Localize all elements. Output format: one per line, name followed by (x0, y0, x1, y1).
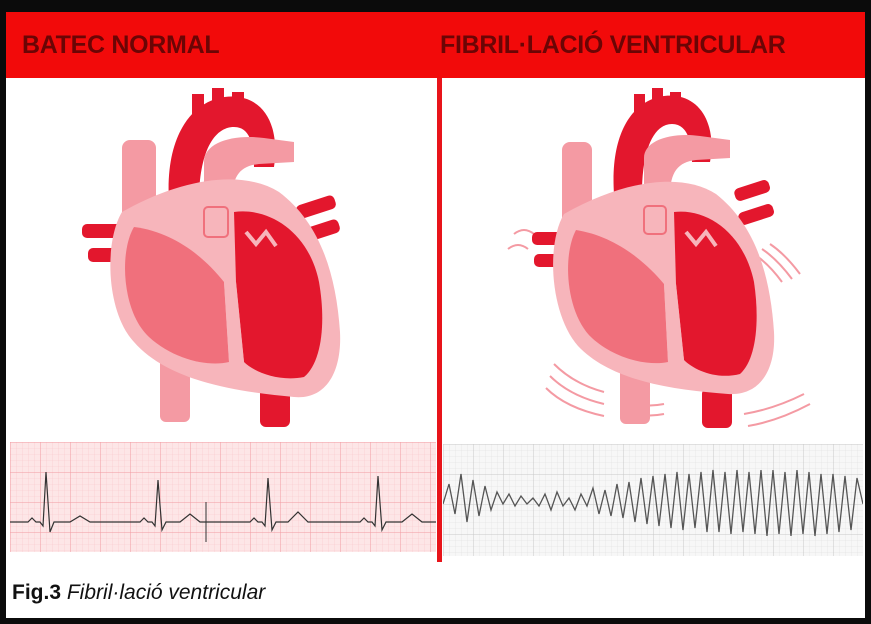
fibrillating-heart-icon (504, 84, 824, 444)
panel-divider (437, 78, 442, 562)
ventricular-fibrillation-ecg-strip (443, 444, 863, 556)
title-bar: BATEC NORMAL FIBRIL·LACIÓ VENTRICULAR (6, 12, 865, 78)
figure-caption-text: Fibril·lació ventricular (67, 581, 265, 604)
normal-heart-icon (64, 82, 364, 432)
normal-ecg-strip (10, 442, 436, 552)
normal-beat-title: BATEC NORMAL (22, 31, 219, 60)
ventricular-fibrillation-title: FIBRIL·LACIÓ VENTRICULAR (440, 31, 786, 60)
figure-label: Fig.3 (12, 581, 61, 604)
figure-caption: Fig.3 Fibril·lació ventricular (12, 581, 265, 605)
